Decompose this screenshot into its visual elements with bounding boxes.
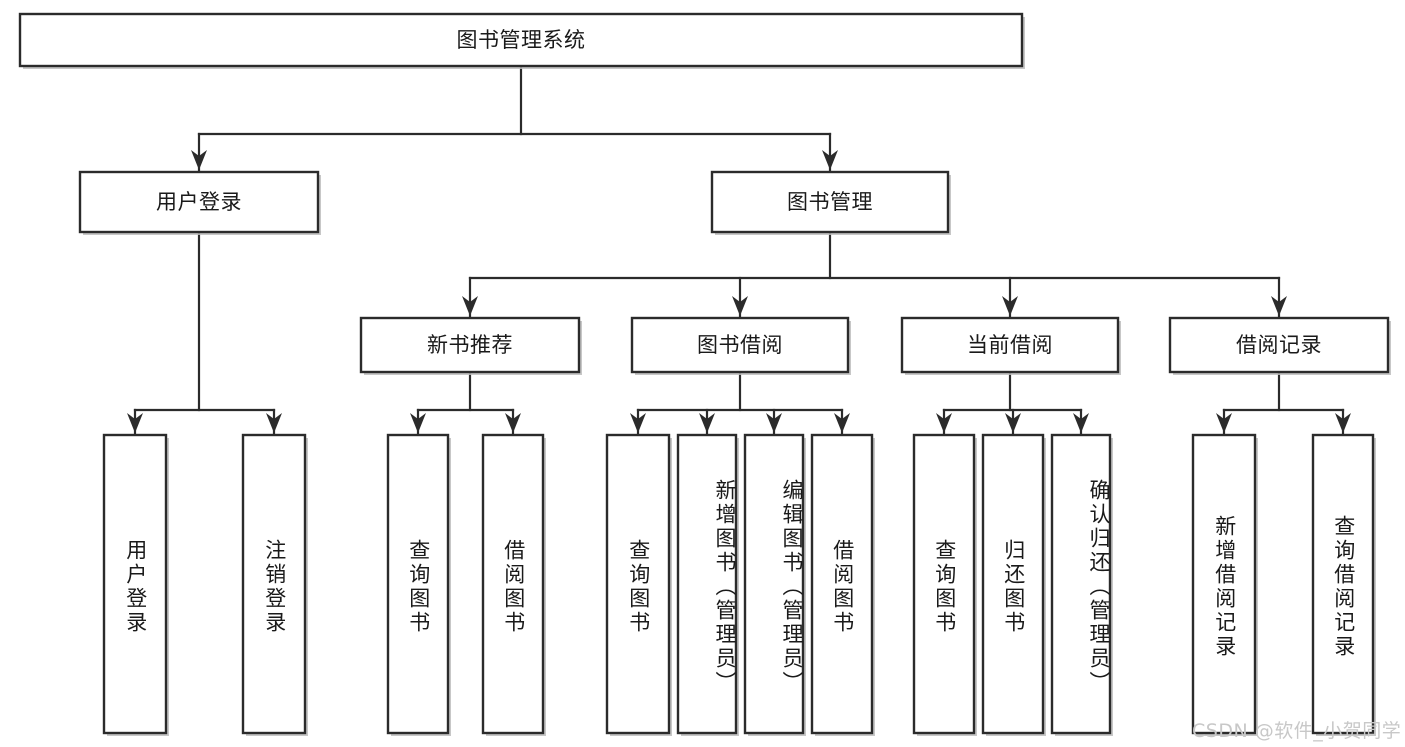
node-label-root: 图书管理系统 — [457, 28, 586, 52]
node-boxes-layer — [18, 12, 1391, 736]
node-label-level3-1: 图书借阅 — [697, 333, 783, 357]
arrow-head-icon-leaf-0-0 — [127, 413, 143, 433]
arrow-head-icon-level2-0 — [191, 150, 207, 170]
node-box-leaf-7[interactable] — [810, 433, 874, 735]
arrow-head-icon-leaf-3-1 — [1005, 413, 1021, 433]
arrow-head-icon-leaf-2-3 — [834, 413, 850, 433]
node-box-leaf-0[interactable] — [102, 433, 168, 735]
node-label-level3-3: 借阅记录 — [1236, 333, 1322, 357]
arrow-head-icon-leaf-0-1 — [266, 413, 282, 433]
node-box-leaf-3[interactable] — [481, 433, 545, 735]
arrow-head-icon-level3-3 — [1271, 296, 1287, 316]
arrow-head-icon-leaf-3-0 — [936, 413, 952, 433]
node-box-level3-2[interactable] — [900, 316, 1120, 374]
node-box-leaf-12[interactable] — [1311, 433, 1375, 735]
node-label-level3-0: 新书推荐 — [427, 333, 513, 357]
arrow-head-icon-leaf-3-2 — [1073, 413, 1089, 433]
node-box-level3-1[interactable] — [630, 316, 850, 374]
node-box-leaf-6[interactable] — [743, 433, 805, 735]
arrow-head-icon-leaf-1-1 — [505, 413, 521, 433]
node-box-leaf-9[interactable] — [981, 433, 1045, 735]
node-box-leaf-10[interactable] — [1050, 433, 1112, 735]
node-box-leaf-11[interactable] — [1191, 433, 1257, 735]
node-box-leaf-5[interactable] — [676, 433, 738, 735]
node-label-level2-0: 用户登录 — [156, 190, 242, 214]
node-box-leaf-2[interactable] — [386, 433, 450, 735]
arrow-head-icon-leaf-4-1 — [1335, 413, 1351, 433]
arrow-head-icon-level2-1 — [822, 150, 838, 170]
arrow-head-icon-leaf-2-1 — [699, 413, 715, 433]
arrow-head-icon-leaf-1-0 — [410, 413, 426, 433]
node-box-leaf-8[interactable] — [912, 433, 976, 735]
arrow-head-icon-level3-0 — [462, 296, 478, 316]
arrow-head-icon-level3-1 — [732, 296, 748, 316]
arrow-head-icon-leaf-4-0 — [1216, 413, 1232, 433]
node-label-level2-1: 图书管理 — [787, 190, 873, 214]
node-box-level2-0[interactable] — [78, 170, 320, 234]
arrow-head-icon-level3-2 — [1002, 296, 1018, 316]
arrow-head-icon-leaf-2-0 — [630, 413, 646, 433]
node-box-leaf-4[interactable] — [605, 433, 671, 735]
csdn-watermark: CSDN @软件_小贺同学 — [1192, 720, 1402, 742]
node-label-level3-2: 当前借阅 — [967, 333, 1053, 357]
node-box-level3-3[interactable] — [1168, 316, 1390, 374]
arrow-head-icon-leaf-2-2 — [766, 413, 782, 433]
node-box-level3-0[interactable] — [359, 316, 581, 374]
node-box-root[interactable] — [18, 12, 1024, 68]
node-box-leaf-1[interactable] — [241, 433, 307, 735]
node-box-level2-1[interactable] — [710, 170, 950, 234]
connector-lines-layer — [127, 64, 1351, 435]
